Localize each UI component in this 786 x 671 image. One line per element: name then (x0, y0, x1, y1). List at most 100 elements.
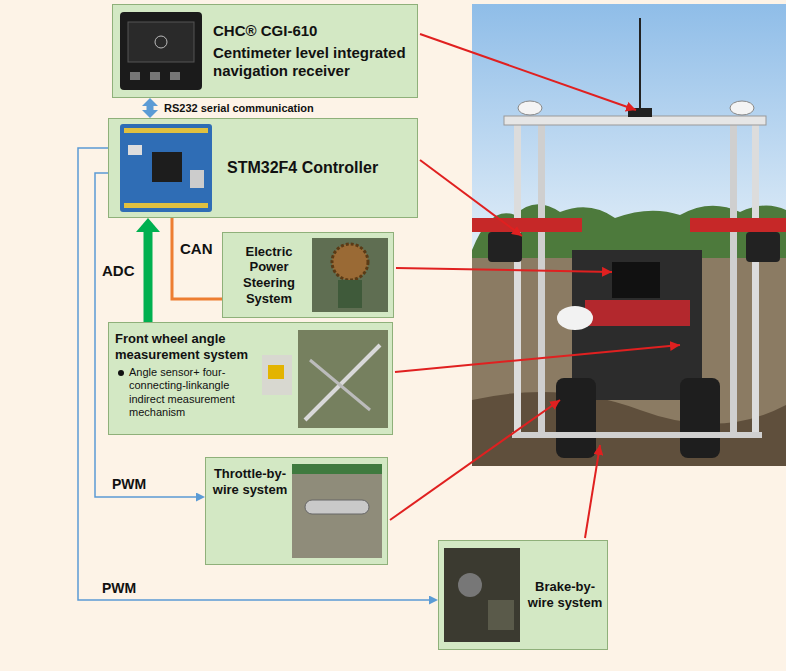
board-photo (120, 124, 212, 212)
text-row: STM32F4 Controller (227, 158, 411, 177)
node-text-area: Throttle-by-wire system (211, 466, 289, 497)
node-text-area: Front wheel angle measurement systemAngl… (115, 331, 261, 419)
signal-label: PWM (110, 476, 148, 492)
pointer-arrow (420, 34, 636, 110)
driver-seat (612, 262, 660, 298)
system-label: Electric Power Steering System (229, 244, 309, 306)
connector (150, 72, 160, 80)
component-box: STM32F4 Controller (108, 118, 418, 218)
photo-ground (292, 464, 382, 558)
system-label: Throttle-by-wire system (211, 466, 289, 497)
receiver-case (120, 12, 202, 90)
connector (147, 106, 154, 110)
photo-ground (262, 355, 292, 395)
component (190, 170, 204, 188)
pin-header (124, 128, 208, 133)
gnss-antenna (518, 101, 542, 115)
angle-sensor (268, 365, 284, 379)
device-name: CHC® CGI-610 (213, 22, 413, 40)
tree-line (472, 204, 786, 262)
connector (95, 173, 196, 497)
brake-part (458, 573, 482, 597)
brake-photo (444, 548, 520, 642)
node-text-area: STM32F4 Controller (227, 158, 411, 177)
connector (144, 232, 153, 322)
link-rod (310, 360, 370, 410)
text-row: Front wheel angle measurement system (115, 331, 261, 362)
component-box: Front wheel angle measurement systemAngl… (108, 322, 393, 435)
system-label: Front wheel angle measurement system (115, 331, 261, 362)
motor (338, 280, 362, 308)
pointer-arrow (395, 345, 680, 372)
bus-label: RS232 serial communication (162, 102, 316, 115)
component-box: CHC® CGI-610Centimeter level integrated … (112, 4, 418, 98)
actuator (305, 500, 369, 514)
photo-ground (312, 238, 388, 312)
field (472, 258, 786, 466)
text-row: Angle sensor+ four-connecting-linkangle … (115, 366, 261, 419)
pointer-arrow (585, 445, 600, 538)
sky (472, 4, 786, 254)
side-seat (488, 232, 522, 262)
tractor-body (572, 250, 702, 400)
receiver-led (155, 36, 167, 48)
pointer-arrow (390, 400, 560, 520)
hood (585, 300, 690, 326)
controller-label: STM32F4 Controller (227, 158, 411, 177)
wheel (556, 378, 596, 458)
bag (557, 306, 593, 330)
pcb (120, 124, 212, 212)
mcu-chip (152, 152, 182, 182)
receiver-unit (628, 108, 652, 117)
system-label: Brake-by-wire system (525, 579, 605, 610)
photo-ground (444, 548, 520, 642)
connector (78, 148, 429, 600)
wheel (680, 378, 720, 458)
mud (472, 392, 786, 466)
node-text-area: Brake-by-wire system (525, 579, 605, 610)
component-box: Brake-by-wire system (438, 540, 608, 650)
frame-post (538, 118, 545, 438)
receiver-photo (120, 12, 202, 90)
component (128, 145, 142, 155)
connector (130, 72, 140, 80)
frame-post (752, 118, 759, 438)
pointer-arrow (420, 160, 522, 236)
linkage-photo (298, 330, 388, 428)
connector (170, 72, 180, 80)
link-rod (305, 345, 380, 420)
component-box: Electric Power Steering System (222, 232, 394, 318)
photo-ground (298, 330, 388, 428)
gear (332, 244, 368, 280)
frame-post (514, 118, 521, 438)
text-row: Throttle-by-wire system (211, 466, 289, 497)
gnss-antenna (730, 101, 754, 115)
connector (172, 218, 222, 299)
green-panel (292, 464, 382, 474)
side-seat (746, 232, 780, 262)
bullet-text: Angle sensor+ four-connecting-linkangle … (129, 366, 261, 419)
text-row: CHC® CGI-610 (213, 22, 413, 40)
bullet-dot (118, 370, 124, 376)
pointer-arrow (396, 268, 612, 272)
receiver-panel (128, 22, 194, 62)
throttle-photo (292, 464, 382, 558)
text-row: Centimeter level integrated navigation r… (213, 44, 413, 80)
angle-sensor-photo (262, 355, 292, 395)
frame-bar (512, 432, 762, 438)
antenna (639, 18, 641, 116)
steering-photo (312, 238, 388, 312)
pointer-arrows (390, 34, 680, 538)
text-row: Electric Power Steering System (229, 244, 309, 306)
seedling-tray (472, 218, 582, 232)
photo-scene (472, 4, 786, 466)
frame-bar (504, 116, 766, 125)
seedling-tray (690, 218, 786, 232)
frame-post (730, 118, 737, 438)
text-row: Brake-by-wire system (525, 579, 605, 610)
bus-label: CAN (178, 240, 215, 257)
pin-header (124, 203, 208, 208)
component-box: Throttle-by-wire system (205, 457, 388, 565)
